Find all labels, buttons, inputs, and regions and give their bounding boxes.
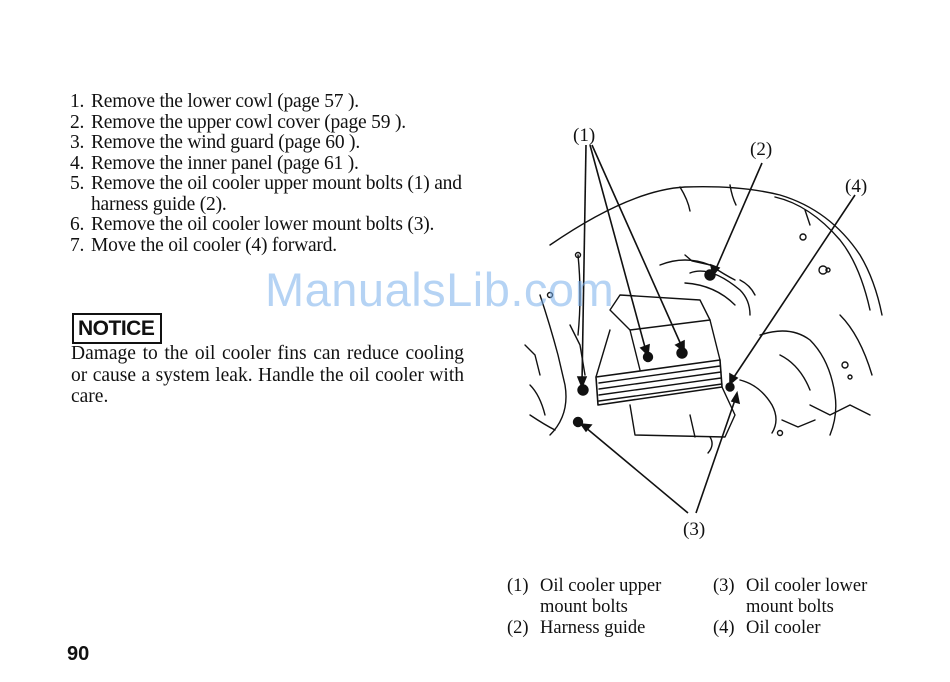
step-text: Remove the inner panel (page 61 ).: [91, 152, 359, 174]
legend-text: Oil cooler upper: [540, 576, 662, 596]
step-text: Remove the wind guard (page 60 ).: [91, 132, 361, 153]
step-item: 3. Remove the wind guard (page 60 ).: [70, 132, 470, 154]
notice-label: NOTICE: [72, 313, 163, 344]
callout-4: (4): [845, 176, 868, 197]
callout-2: (2): [750, 139, 773, 160]
legend-number: (3): [713, 576, 735, 596]
legend-right: (3) Oil cooler lower mount bolts (4) Oil c…: [713, 576, 913, 639]
step-number: 7.: [70, 234, 85, 256]
instruction-steps: 1. Remove the lower cowl (page 57 ). 2. Re…: [70, 91, 470, 257]
step-number: 4.: [70, 152, 85, 174]
step-text: Remove the upper cowl cover (page 59 ).: [91, 111, 406, 133]
legend-text: Oil cooler lower: [746, 576, 868, 596]
step-item: 7. Move the oil cooler (4) forward.: [70, 234, 470, 257]
legend-item: (4) Oil cooler: [713, 618, 913, 639]
step-number: 3.: [70, 132, 85, 153]
legend-number: (1): [507, 576, 529, 596]
legend-item: (3) Oil cooler lower: [713, 576, 913, 597]
oil-cooler-illustration: [524, 144, 883, 514]
legend-item: (1) Oil cooler upper: [507, 576, 707, 597]
step-number: 6.: [70, 214, 85, 235]
legend-left: (1) Oil cooler upper mount bolts (2) Harne…: [507, 576, 707, 639]
step-number: 5.: [70, 173, 85, 194]
legend-item: (2) Harness guide: [507, 618, 707, 639]
notice-text: Damage to the oil cooler fins can reduce…: [71, 343, 464, 407]
legend-item-continuation: mount bolts: [713, 597, 913, 618]
step-text: Remove the oil cooler upper mount bolts …: [91, 173, 462, 215]
step-text: Move the oil cooler (4) forward.: [91, 234, 337, 256]
legend-item-continuation: mount bolts: [507, 597, 707, 618]
step-item: 6. Remove the oil cooler lower mount bolt…: [70, 214, 470, 236]
step-item: 4. Remove the inner panel (page 61 ).: [70, 152, 470, 175]
step-item: 1. Remove the lower cowl (page 57 ).: [70, 91, 470, 113]
step-text: Remove the oil cooler lower mount bolts …: [91, 214, 435, 235]
step-number: 2.: [70, 111, 85, 133]
legend-number: (4): [713, 618, 735, 638]
page-number: 90: [67, 643, 90, 665]
legend-text: mount bolts: [540, 597, 628, 617]
step-text: Remove the lower cowl (page 57 ).: [91, 91, 359, 112]
step-item: 2. Remove the upper cowl cover (page 59 )…: [70, 111, 470, 134]
callout-3: (3): [683, 519, 706, 540]
legend-number: (2): [507, 618, 529, 638]
legend-text: Oil cooler: [746, 618, 821, 638]
legend-text: Harness guide: [540, 618, 646, 638]
callout-1: (1): [573, 125, 596, 146]
step-number: 1.: [70, 91, 85, 112]
step-item: 5. Remove the oil cooler upper mount bolt…: [70, 173, 470, 215]
legend-text: mount bolts: [746, 597, 834, 617]
